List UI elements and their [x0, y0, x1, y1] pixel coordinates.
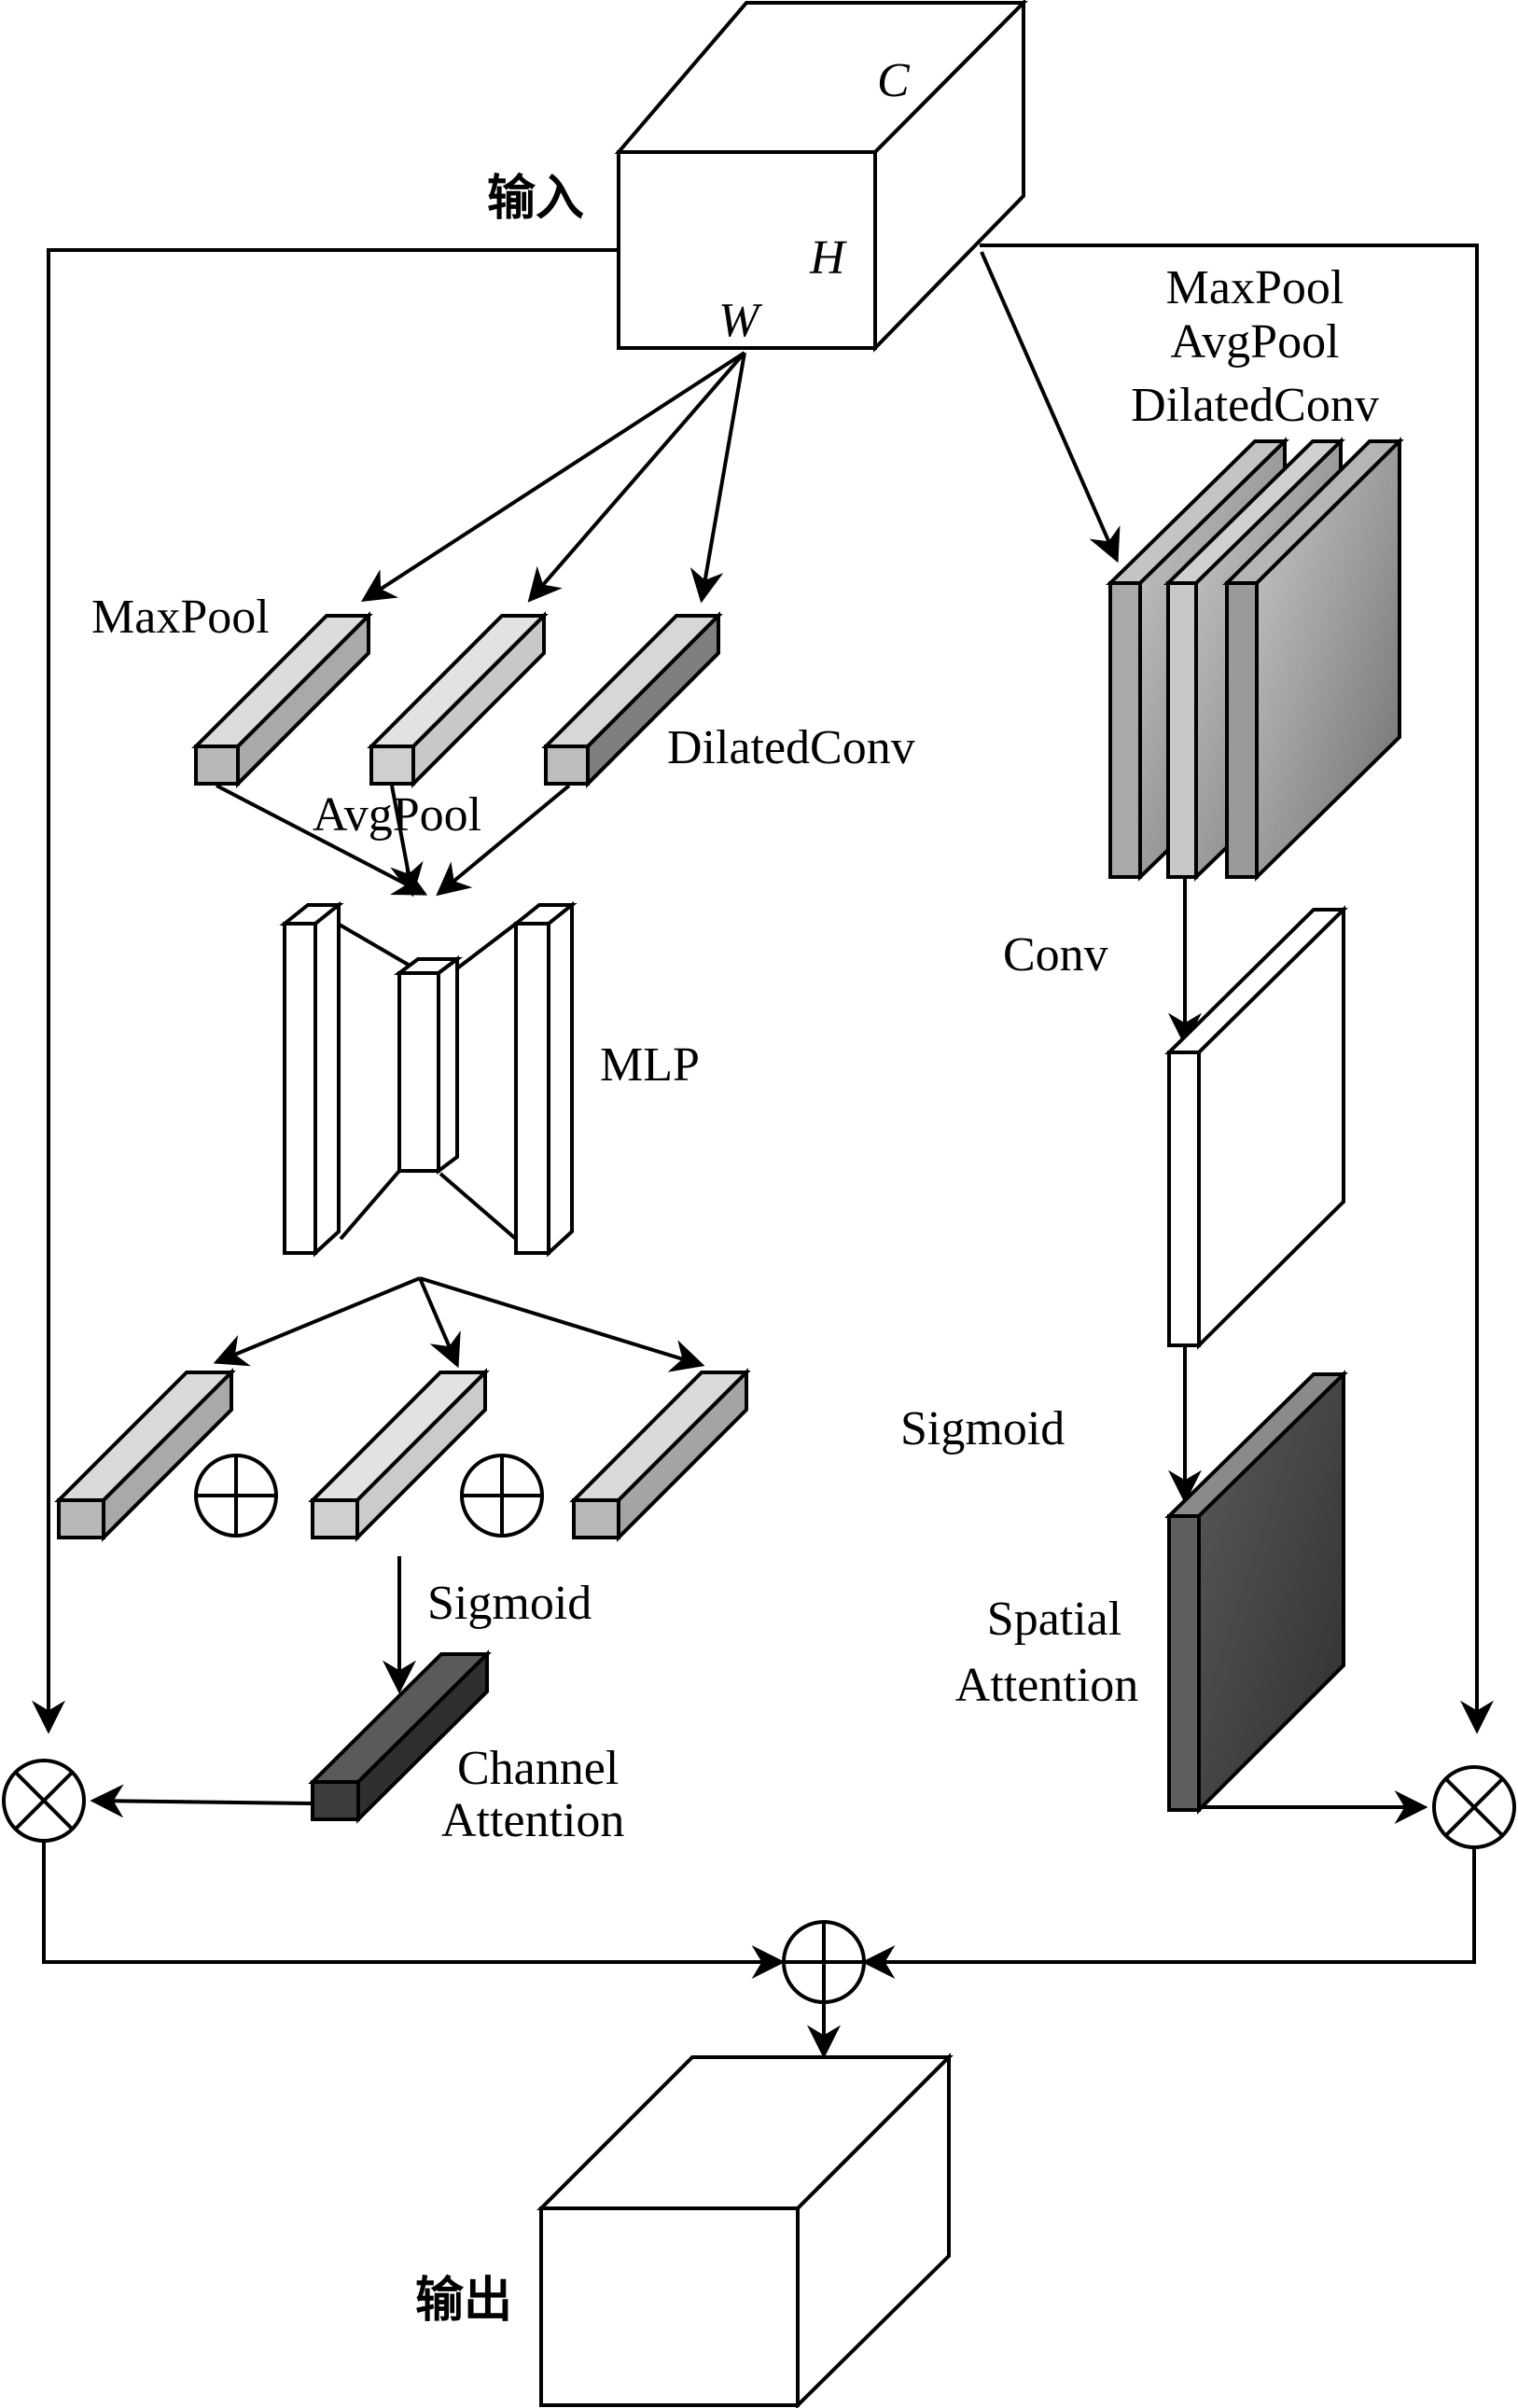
input-dim-w: W: [718, 294, 763, 347]
circle-plus-icon: [194, 1454, 278, 1538]
circle-times-icon: [2, 1759, 86, 1843]
maxpool-label: MaxPool: [91, 591, 270, 644]
circle-plus-icon: [460, 1454, 544, 1538]
channel-attention-label-line1: Channel: [457, 1742, 619, 1795]
mlp-out-bar-2: [308, 1368, 490, 1542]
dilatedconv-label: DilatedConv: [667, 721, 915, 774]
spatial-attention-map: [1164, 1370, 1348, 1815]
channel-attention-bar: [308, 1649, 492, 1824]
channel-attention-label-line2: Attention: [441, 1794, 624, 1847]
spatial-attention-label-line2: Attention: [955, 1659, 1138, 1712]
circle-plus-icon: [782, 1920, 866, 2004]
input-dim-h: H: [809, 231, 847, 285]
avgpool-to-mlp-arrow: [390, 785, 424, 898]
output-label: 输出: [415, 2273, 512, 2329]
left-skip-arrow: [32, 248, 619, 1734]
spatial-conv-map: [1164, 905, 1348, 1350]
channel-sigmoid-label: Sigmoid: [427, 1577, 592, 1630]
mlp-to-bar3-arrow: [419, 1276, 705, 1372]
channel-attention-to-multiply-arrow: [90, 1784, 312, 1818]
spatial-pool-label-line3: DilatedConv: [1131, 379, 1379, 432]
mlp-out-bar-1: [54, 1368, 236, 1542]
dilatedconv-to-mlp-arrow: [436, 784, 571, 897]
spatial-attention-label-line1: Spatial: [987, 1593, 1121, 1646]
maxpool-to-mlp-arrow: [216, 784, 428, 896]
input-label: 输入: [487, 171, 584, 227]
spatial-sigmoid-label: Sigmoid: [900, 1402, 1065, 1455]
output-cube: [536, 2053, 954, 2408]
arrow-to-avgpool: [527, 351, 746, 603]
right-skip-arrow: [980, 244, 1494, 1734]
avgpool-bar: [367, 611, 549, 788]
arrow-to-spatial-pool: [980, 251, 1121, 564]
mlp-label: MLP: [600, 1038, 700, 1092]
spatial-pool-label-line1: MaxPool: [1166, 261, 1344, 314]
arrow-to-maxpool: [360, 351, 746, 602]
arrow-to-dilatedconv: [689, 352, 746, 604]
left-merge-arrow: [42, 1841, 786, 1979]
spatial-conv-label: Conv: [1003, 928, 1108, 981]
dilatedconv-bar: [541, 611, 723, 788]
mlp-to-bar2-arrow: [418, 1277, 461, 1369]
input-cube: [614, 0, 1028, 353]
circle-times-icon: [1432, 1765, 1516, 1849]
mlp-out-bar-3: [569, 1368, 751, 1542]
right-merge-arrow: [861, 1847, 1476, 1979]
spatial-pool-stack: [1106, 437, 1404, 882]
input-dim-c: C: [877, 54, 911, 107]
mlp-block: [279, 900, 578, 1258]
mlp-to-bar1-arrow: [213, 1276, 421, 1367]
spatial-pool-label-line2: AvgPool: [1170, 315, 1339, 369]
maxpool-bar: [191, 611, 373, 788]
